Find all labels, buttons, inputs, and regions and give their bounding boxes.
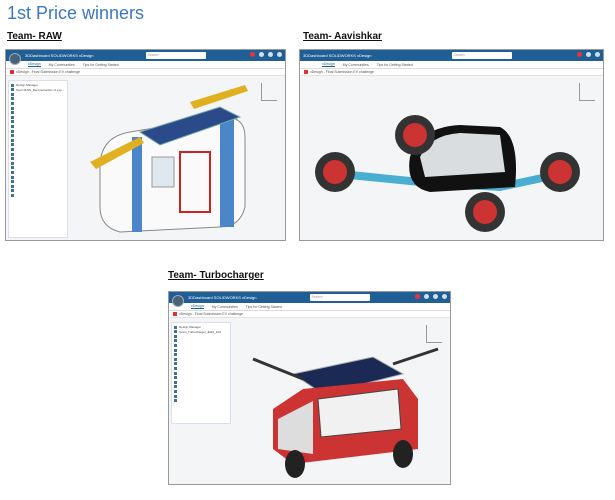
add-icon[interactable] <box>259 52 264 57</box>
view-cube[interactable] <box>579 83 595 101</box>
tree-root[interactable]: Team_Turbocharger_EMA_120 <box>174 330 228 335</box>
app-name: 3DDashboard SOLIDWORKS xDesign <box>188 295 257 300</box>
avatar <box>9 52 21 65</box>
breadcrumb: xDesign - Final Submission EV challenge <box>6 69 285 76</box>
team-aavishkar-label: Team- Aavishkar <box>303 31 382 42</box>
tab-tips[interactable]: Tips for Getting Started <box>376 62 413 67</box>
avatar <box>172 294 184 307</box>
tab-communities[interactable]: My Communities <box>48 62 75 67</box>
app-header: 3DDashboard SOLIDWORKS xDesign Search <box>169 292 450 307</box>
app-header: 3DDashboard SOLIDWORKS xDesign Search <box>6 50 285 65</box>
search-input[interactable]: Search <box>451 52 512 59</box>
notification-icon[interactable] <box>250 52 255 57</box>
screenshot-team-aavishkar: 3DDashboard SOLIDWORKS xDesign Search xDe… <box>299 49 604 241</box>
help-icon[interactable] <box>277 52 282 57</box>
notification-icon[interactable] <box>415 294 420 299</box>
app-name: 3DDashboard SOLIDWORKS xDesign <box>25 53 94 58</box>
share-icon[interactable] <box>268 52 273 57</box>
share-icon[interactable] <box>433 294 438 299</box>
tree-header: Design Manager <box>174 325 228 330</box>
tab-xdesign[interactable]: xDesign <box>191 304 204 309</box>
3d-viewport[interactable] <box>70 77 285 240</box>
3d-viewport[interactable] <box>233 319 450 484</box>
view-cube[interactable] <box>426 325 442 343</box>
share-icon[interactable] <box>595 52 600 57</box>
help-icon[interactable] <box>442 294 447 299</box>
slide-title: 1st Price winners <box>7 3 145 23</box>
app-header: 3DDashboard SOLIDWORKS xDesign Search <box>300 50 603 61</box>
add-icon[interactable] <box>586 52 591 57</box>
search-input[interactable]: Search <box>309 294 370 301</box>
tab-communities[interactable]: My Communities <box>342 62 369 67</box>
tab-xdesign[interactable]: xDesign <box>28 62 41 67</box>
view-cube[interactable] <box>261 83 277 101</box>
ev-vehicle-model <box>252 347 439 478</box>
breadcrumb: xDesign - Final Submission EV challenge <box>300 69 603 76</box>
tab-tips[interactable]: Tips for Getting Started <box>245 304 282 309</box>
tree-root[interactable]: Team RAW_Reconstruction of exp... <box>11 88 65 93</box>
pod-vehicle-model <box>90 85 248 233</box>
breadcrumb: xDesign - Final Submission EV challenge <box>169 311 450 318</box>
team-raw-label: Team- RAW <box>7 31 62 42</box>
search-input[interactable]: Search <box>145 52 206 59</box>
tab-xdesign[interactable]: xDesign <box>322 62 335 67</box>
screenshot-team-raw: 3DDashboard SOLIDWORKS xDesign Search xDe… <box>5 49 286 241</box>
tree-header: Design Manager <box>11 83 65 88</box>
add-icon[interactable] <box>424 294 429 299</box>
screenshot-team-turbocharger: 3DDashboard SOLIDWORKS xDesign Search xDe… <box>168 291 451 485</box>
notification-icon[interactable] <box>577 52 582 57</box>
tab-communities[interactable]: My Communities <box>211 304 238 309</box>
app-name: 3DDashboard SOLIDWORKS xDesign <box>303 53 372 58</box>
3d-viewport[interactable] <box>300 77 603 240</box>
tab-tips[interactable]: Tips for Getting Started <box>82 62 119 67</box>
team-turbocharger-label: Team- Turbocharger <box>168 270 264 281</box>
drone-vehicle-model <box>315 115 580 232</box>
